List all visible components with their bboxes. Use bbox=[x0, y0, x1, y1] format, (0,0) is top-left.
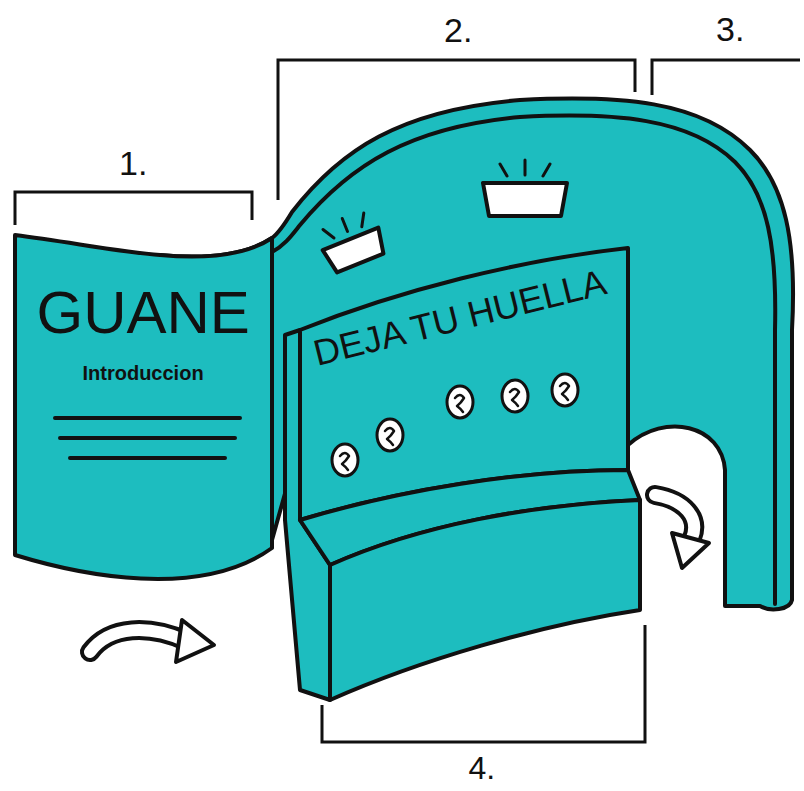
flow-arrow bbox=[90, 620, 214, 662]
text-lines bbox=[55, 418, 240, 458]
flow-arrow bbox=[655, 495, 709, 568]
spot-lamp bbox=[483, 160, 567, 216]
footprint bbox=[332, 444, 358, 476]
footprint-mark bbox=[455, 395, 464, 412]
intro-panel: GUANE Introduccion bbox=[15, 225, 277, 615]
panel-title: GUANE bbox=[37, 280, 250, 346]
arrow-body bbox=[90, 630, 186, 652]
panel-base bbox=[330, 500, 640, 700]
footprint-mark bbox=[560, 383, 569, 400]
lamp-rays bbox=[500, 160, 550, 176]
footprint bbox=[552, 374, 578, 406]
footprint-mark bbox=[510, 389, 519, 406]
callout-number: 4. bbox=[469, 751, 496, 786]
footprint bbox=[502, 380, 528, 412]
arrow-outline bbox=[655, 495, 694, 538]
footprint-mark bbox=[340, 453, 349, 470]
panel-subtitle: Introduccion bbox=[83, 362, 204, 384]
footprint bbox=[447, 386, 473, 418]
lamp-body bbox=[323, 228, 388, 275]
footprint bbox=[377, 419, 403, 451]
footprint-panel: DEJA TU HUELLA bbox=[282, 240, 647, 710]
arrow-body bbox=[655, 495, 694, 538]
arrow-head bbox=[672, 533, 709, 568]
lamp-rays bbox=[322, 210, 368, 240]
section-bracket bbox=[652, 60, 800, 95]
section-bracket bbox=[278, 60, 635, 200]
callout-number: 3. bbox=[716, 11, 744, 48]
arrow-outline bbox=[90, 630, 186, 652]
callout-number: 2. bbox=[444, 12, 472, 49]
spot-lamp bbox=[314, 207, 388, 274]
lamp-body bbox=[483, 183, 567, 216]
arrow-head bbox=[176, 620, 214, 662]
section-bracket bbox=[15, 192, 252, 225]
panel-face bbox=[15, 235, 272, 579]
callout-number: 1. bbox=[119, 145, 147, 182]
footprint-mark bbox=[385, 428, 394, 445]
